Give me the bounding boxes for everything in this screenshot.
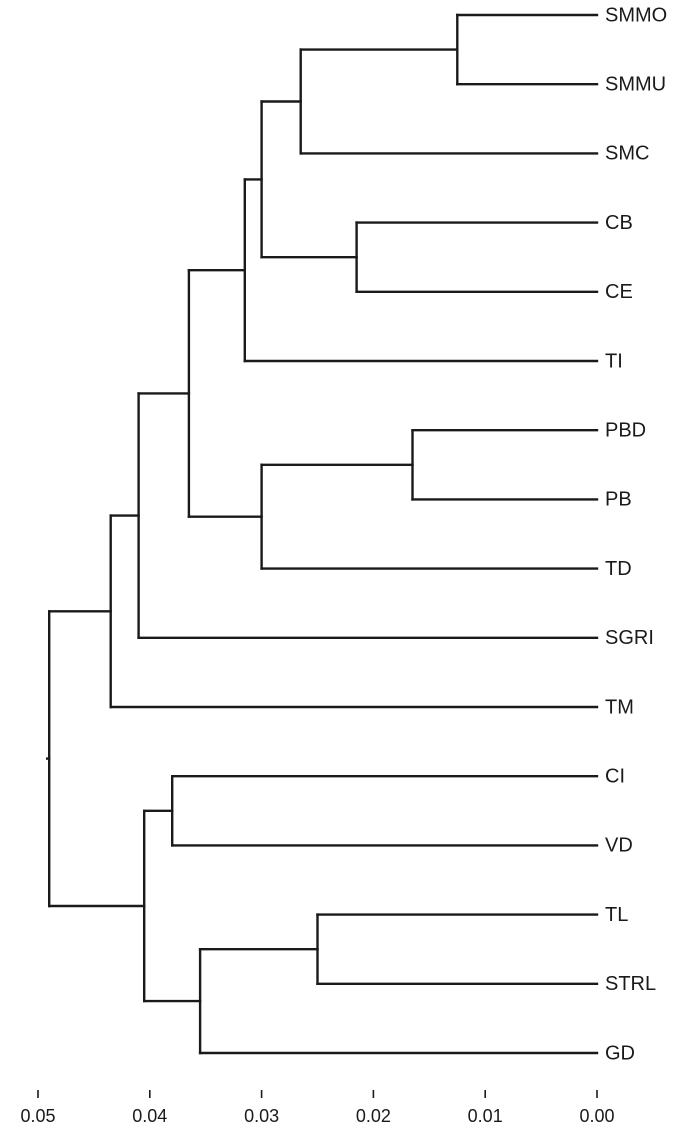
dendrogram-branches [46, 13, 599, 1055]
leaf-label-sgri: SGRI [605, 627, 654, 649]
leaf-label-pbd: PBD [605, 419, 646, 441]
leaf-label-ci: CI [605, 765, 625, 787]
leaf-label-tl: TL [605, 904, 628, 926]
leaf-label-pb: PB [605, 489, 632, 511]
x-axis: 0.05 0.04 0.03 0.02 0.01 0.00 [20, 1090, 615, 1126]
leaf-label-cb: CB [605, 212, 633, 234]
leaf-label-ti: TI [605, 350, 623, 372]
leaf-label-td: TD [605, 558, 632, 580]
x-tick-label: 0.00 [579, 1106, 614, 1126]
leaf-label-vd: VD [605, 835, 633, 857]
leaf-labels: SMMO SMMU SMC CB CE TI PBD PB TD SGRI TM CI VD TL STRL… [605, 4, 667, 1064]
leaf-label-smmu: SMMU [605, 73, 666, 95]
leaf-label-strl: STRL [605, 973, 656, 995]
leaf-label-smmo: SMMO [605, 4, 667, 26]
leaf-label-ce: CE [605, 281, 633, 303]
x-tick-label: 0.02 [356, 1106, 391, 1126]
leaf-label-tm: TM [605, 696, 634, 718]
leaf-label-smc: SMC [605, 143, 649, 165]
leaf-label-gd: GD [605, 1042, 635, 1064]
x-tick-label: 0.01 [468, 1106, 503, 1126]
x-tick-label: 0.04 [132, 1106, 167, 1126]
x-tick-label: 0.05 [20, 1106, 55, 1126]
x-tick-label: 0.03 [244, 1106, 279, 1126]
x-axis-ticks: 0.05 0.04 0.03 0.02 0.01 0.00 [20, 1090, 615, 1126]
